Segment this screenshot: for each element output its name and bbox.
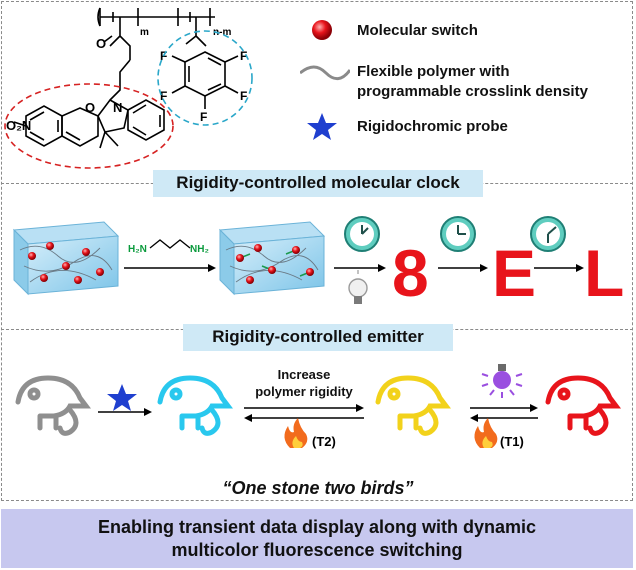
increase-rigidity-line2: polymer rigidity <box>255 384 353 399</box>
wavy-line-icon <box>300 65 350 81</box>
increase-rigidity-label: Increase polymer rigidity <box>244 366 364 400</box>
clock-icon <box>440 216 476 252</box>
flame-icon <box>474 418 498 448</box>
nitrogen-atom: N <box>113 100 122 115</box>
emitter-section-title: Rigidity-controlled emitter <box>183 324 453 351</box>
diamine-right: NH₂ <box>190 244 209 255</box>
gel-block-2 <box>218 221 326 296</box>
subscript-m-label: m <box>140 27 149 38</box>
clock-icon <box>344 216 380 252</box>
display-digit-2: E <box>492 236 536 310</box>
subscript-nm-label: n-m <box>213 27 231 38</box>
legend-flexible-polymer-line1: Flexible polymer with <box>357 63 510 80</box>
nitro-group: O₂N <box>6 118 31 133</box>
t1-label: (T1) <box>500 434 524 449</box>
increase-rigidity-line1: Increase <box>277 367 331 382</box>
gel-block-1 <box>12 221 120 296</box>
figure-frame <box>1 1 633 501</box>
fluorine-atom: F <box>200 110 207 124</box>
pfp-highlight-circle <box>157 30 253 126</box>
display-digit-3: L <box>584 236 624 310</box>
red-sphere-icon <box>312 20 332 40</box>
flame-icon <box>284 418 308 448</box>
clock-section-title: Rigidity-controlled molecular clock <box>153 170 483 197</box>
chameleon-red-icon <box>545 375 621 436</box>
uv-bulb-icon <box>481 364 523 398</box>
display-digit-1: 8 <box>392 236 429 310</box>
legend-flexible-polymer-line2: programmable crosslink density <box>357 83 588 100</box>
chameleon-yellow-icon <box>375 375 451 436</box>
blue-star-icon <box>307 113 337 140</box>
fluorine-atom: F <box>240 89 247 103</box>
clock-icon <box>530 216 566 252</box>
emitter-scheme: (T2) (T1) <box>15 364 621 449</box>
switch-highlight-ellipse <box>4 83 174 169</box>
polymer-structure: m n-m O N O O₂N F F F F F <box>4 7 253 169</box>
summary-banner: Enabling transient data display along wi… <box>1 509 633 568</box>
ring-oxygen-atom: O <box>85 100 95 115</box>
summary-line1: Enabling transient data display along wi… <box>97 517 537 537</box>
chameleon-cyan-icon <box>157 375 233 436</box>
diamine-left: H₂N <box>128 244 147 255</box>
probe-star-icon <box>107 384 137 411</box>
chameleon-gray-icon <box>15 375 91 436</box>
summary-line2: multicolor fluorescence switching <box>171 540 463 560</box>
oxygen-atom: O <box>96 36 106 51</box>
fluorine-atom: F <box>240 49 247 63</box>
molecular-clock-scheme: H₂N NH₂ 8 E <box>12 216 624 310</box>
t2-label: (T2) <box>312 434 336 449</box>
tagline: “One stone two birds” <box>222 478 414 498</box>
legend-rigidochromic-probe: Rigidochromic probe <box>357 118 508 135</box>
legend-icons <box>300 20 350 140</box>
light-bulb-icon <box>348 270 368 304</box>
fluorine-atom: F <box>160 89 167 103</box>
legend-molecular-switch: Molecular switch <box>357 22 478 39</box>
